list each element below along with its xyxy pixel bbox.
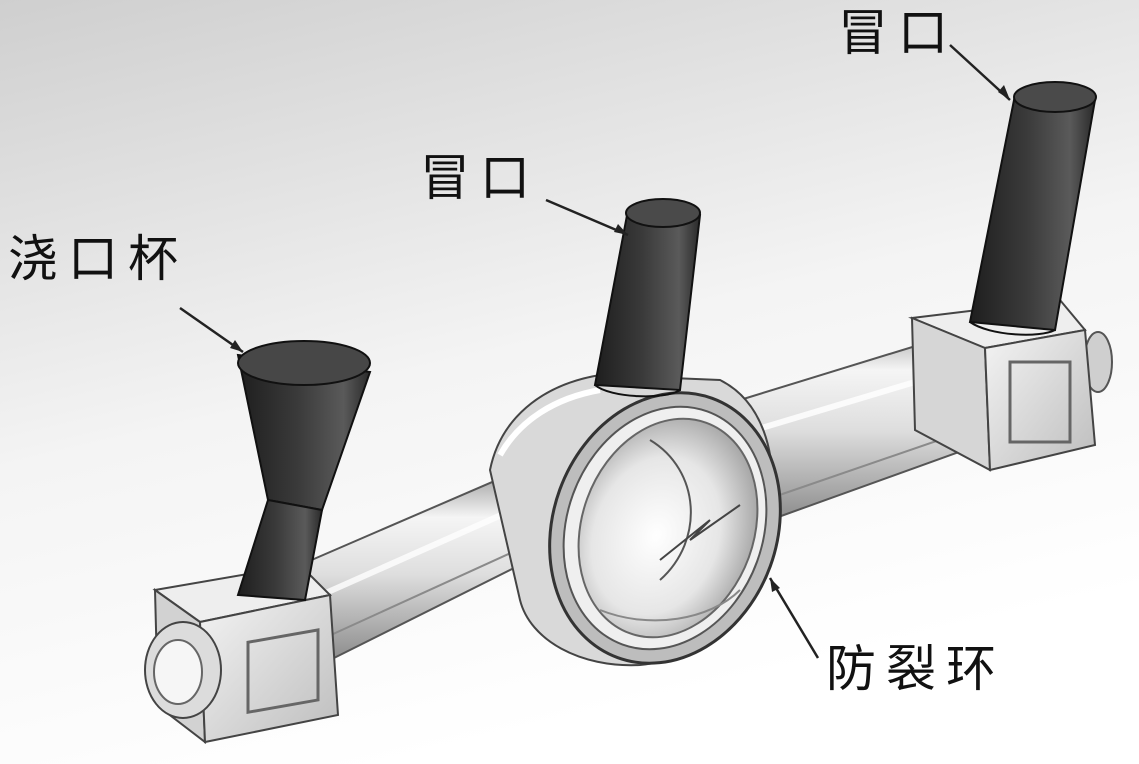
label-anti-crack-ring: 防裂环	[826, 640, 1006, 698]
central-housing	[488, 373, 782, 667]
center-riser	[593, 198, 702, 398]
left-end-block	[144, 563, 340, 745]
label-pouring-cup: 浇口杯	[8, 230, 188, 288]
pouring-cup-shape	[236, 340, 372, 602]
leader-line-riser-center	[545, 198, 629, 237]
label-riser-right: 冒口	[838, 4, 958, 62]
leader-lines	[179, 44, 1011, 659]
leader-line-anti-crack-ring	[768, 577, 820, 659]
label-riser-center: 冒口	[420, 149, 540, 207]
right-riser	[968, 81, 1097, 336]
